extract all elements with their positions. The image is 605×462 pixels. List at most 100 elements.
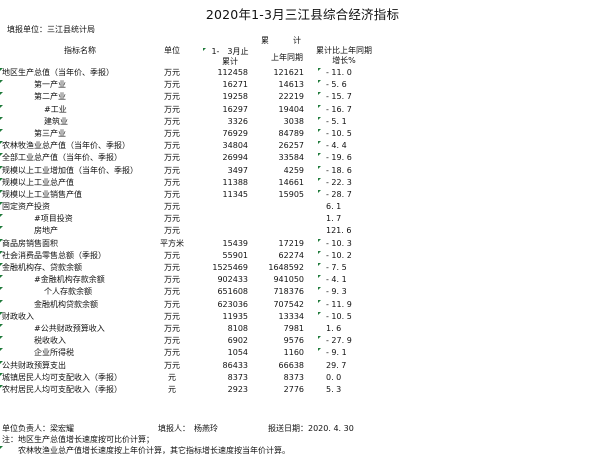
growth-rate: - 28. 7 xyxy=(326,189,352,199)
unit-cell: 万元 xyxy=(164,165,180,175)
row-tick-marker xyxy=(0,177,3,181)
previous-value: 2776 xyxy=(283,384,304,394)
indicator-name: 第一产业 xyxy=(34,80,66,90)
header-current: 1- 3月止累计 xyxy=(211,47,249,66)
row-tick-marker xyxy=(0,238,3,242)
growth-rate: - 9. 1 xyxy=(326,348,347,358)
row-tick-marker xyxy=(0,372,3,376)
row-tick-marker xyxy=(0,128,3,132)
indicator-name: 税收收入 xyxy=(34,336,66,346)
row-tick-marker xyxy=(0,80,3,84)
row-tick-marker xyxy=(0,68,3,71)
unit-cell: 万元 xyxy=(164,323,180,333)
growth-tick-marker xyxy=(318,165,321,169)
growth-tick-marker xyxy=(318,153,321,157)
previous-value: 8373 xyxy=(283,372,304,382)
unit-cell: 万元 xyxy=(164,128,180,138)
growth-tick-marker xyxy=(318,287,321,291)
current-value: 76929 xyxy=(222,128,248,138)
indicator-name: 公共财政预算支出 xyxy=(2,360,66,370)
header-unit: 单位 xyxy=(164,46,180,55)
indicator-name: 财政收入 xyxy=(2,311,34,321)
growth-tick-marker xyxy=(318,336,321,340)
previous-value: 14661 xyxy=(278,177,304,187)
unit-cell: 元 xyxy=(168,372,176,382)
growth-rate: 1. 6 xyxy=(326,323,342,333)
current-value: 11388 xyxy=(222,177,248,187)
indicator-name: 城镇居民人均可支配收入（季报） xyxy=(2,372,122,382)
growth-tick-marker xyxy=(318,104,321,108)
unit-cell: 万元 xyxy=(164,116,180,126)
previous-value: 941050 xyxy=(273,275,304,285)
previous-value: 62274 xyxy=(278,250,304,260)
current-value: 19258 xyxy=(222,92,248,102)
previous-value: 15905 xyxy=(278,189,304,199)
current-value: 26994 xyxy=(222,153,248,163)
indicator-name: 全部工业总产值（当年价、季报） xyxy=(2,153,122,163)
indicator-name: 农村居民人均可支配收入（季报） xyxy=(2,384,122,394)
unit-cell: 万元 xyxy=(164,287,180,297)
row-tick-marker xyxy=(0,250,3,254)
current-value: 3497 xyxy=(227,165,248,175)
row-tick-marker xyxy=(0,263,3,266)
footer-report-date: 报送日期：2020. 4. 30 xyxy=(268,424,354,433)
growth-tick-marker xyxy=(318,92,321,96)
current-value: 1525469 xyxy=(212,263,248,272)
growth-rate: 0. 0 xyxy=(326,372,342,382)
growth-tick-marker xyxy=(318,250,321,254)
previous-value: 3038 xyxy=(283,116,304,126)
unit-cell: 万元 xyxy=(164,177,180,187)
growth-rate: - 11. 0 xyxy=(326,68,352,77)
unit-cell: 万元 xyxy=(164,202,180,212)
row-tick-marker xyxy=(0,153,3,157)
indicator-name: #公共财政预算收入 xyxy=(34,323,105,333)
growth-rate: 6. 1 xyxy=(326,202,342,212)
growth-rate: - 15. 7 xyxy=(326,92,352,102)
previous-value: 13334 xyxy=(278,311,304,321)
footer-note-2: 农林牧渔业总产值增长速度按上年价计算，其它指标增长速度按当年价计算。 xyxy=(18,446,290,455)
current-value: 55901 xyxy=(222,250,248,260)
growth-tick-marker xyxy=(318,238,321,242)
growth-rate: - 4. 1 xyxy=(326,275,347,285)
current-value: 34804 xyxy=(222,141,248,151)
unit-cell: 万元 xyxy=(164,299,180,309)
header-previous: 上年同期 xyxy=(271,53,303,62)
growth-tick-marker xyxy=(318,128,321,132)
row-tick-marker xyxy=(0,116,3,120)
row-tick-marker xyxy=(0,299,3,303)
row-tick-marker xyxy=(0,104,3,108)
row-tick-marker xyxy=(0,311,3,315)
footer-responsible: 单位负责人：梁宏耀 xyxy=(2,424,74,433)
unit-cell: 万元 xyxy=(164,336,180,346)
growth-tick-marker xyxy=(318,68,321,71)
indicator-name: 金融机构贷款余额 xyxy=(34,299,98,309)
header-indicator: 指标名称 xyxy=(64,46,96,55)
header-cumulative: 累 计 xyxy=(261,36,301,45)
row-tick-marker xyxy=(0,141,3,145)
row-tick-marker xyxy=(0,348,3,352)
unit-cell: 万元 xyxy=(164,263,180,272)
current-value: 15439 xyxy=(222,238,248,248)
growth-tick-marker xyxy=(318,177,321,181)
previous-value: 66638 xyxy=(278,360,304,370)
current-value: 902433 xyxy=(217,275,248,285)
row-tick-marker xyxy=(0,202,3,206)
indicator-name: 地区生产总值（当年价、季报） xyxy=(2,68,114,77)
report-unit: 填报单位：三江县统计局 xyxy=(7,25,95,34)
growth-tick-marker xyxy=(318,348,321,352)
current-value: 8108 xyxy=(227,323,248,333)
indicator-name: 第三产业 xyxy=(34,128,66,138)
indicator-name: 商品房销售面积 xyxy=(2,238,58,248)
